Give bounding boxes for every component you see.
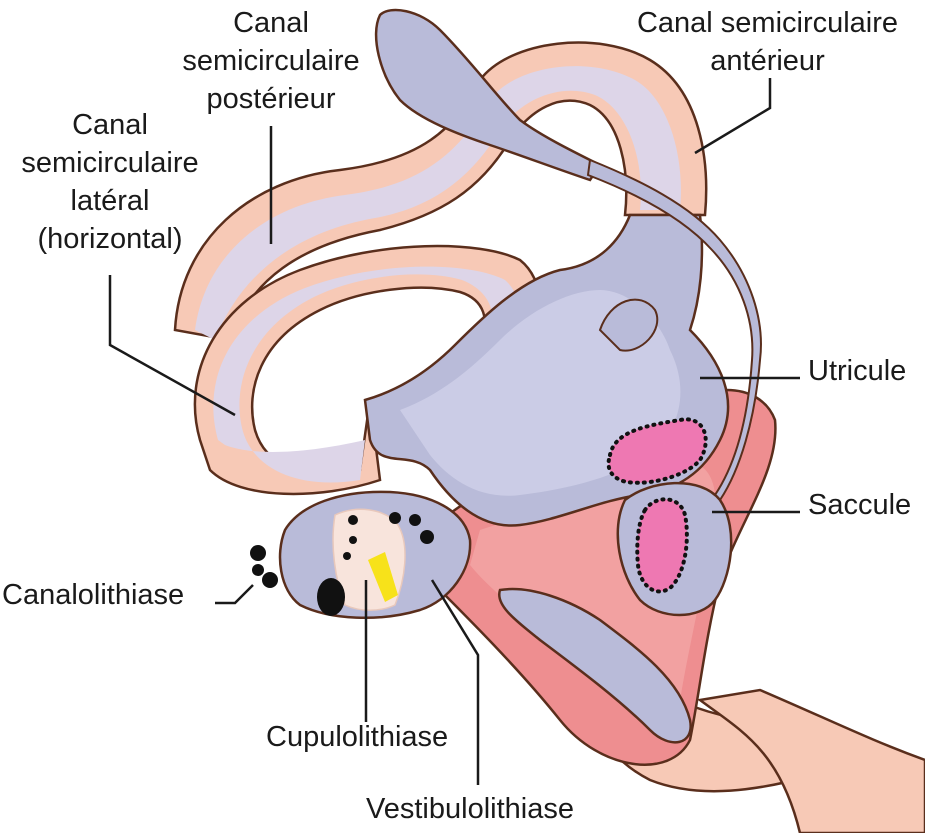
leader-canalolithiase <box>215 584 254 605</box>
leader-anterior <box>694 78 772 155</box>
cupula-crystal <box>368 552 398 602</box>
label-cupulolithiase: Cupulolithiase <box>266 721 449 753</box>
leader-vestibulolithiase <box>430 579 480 785</box>
posterior-canal <box>173 41 708 342</box>
label-anterior-canal: Canal semicirculaire antérieur <box>636 7 899 77</box>
utricle-macula <box>606 417 708 485</box>
otoconia <box>250 512 434 616</box>
label-utricule: Utricule <box>808 355 907 387</box>
label-canalolithiase: Canalolithiase <box>2 579 185 611</box>
saccule-macula <box>635 497 689 594</box>
leader-lines <box>108 78 800 785</box>
leader-lateral <box>108 275 236 417</box>
label-saccule: Saccule <box>808 489 912 521</box>
label-lateral-canal: Canal semicirculaire latéral (horizontal… <box>21 109 199 255</box>
label-posterior-canal: Canal semicirculaire postérieur <box>182 7 360 115</box>
ampulla <box>278 490 472 620</box>
lateral-canal <box>193 244 542 496</box>
label-vestibulolithiase: Vestibulolithiase <box>366 793 574 825</box>
